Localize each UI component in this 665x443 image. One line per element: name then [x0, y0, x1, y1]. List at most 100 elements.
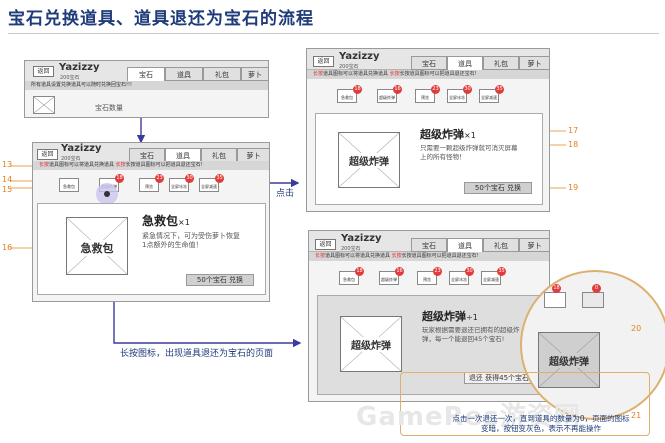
annotation-13: 13 [2, 160, 13, 169]
item-icon-first-aid[interactable] [59, 178, 79, 192]
annotation-19: 19 [568, 183, 579, 192]
tab-items[interactable]: 道具 [165, 148, 201, 162]
item-icon-slow[interactable] [481, 271, 501, 285]
tab-gems[interactable]: 宝石 [411, 238, 447, 252]
tab-gems[interactable]: 宝石 [129, 148, 165, 162]
item-icon-preview[interactable] [417, 271, 437, 285]
gem-count: 200宝石 [61, 156, 81, 162]
tab-packs[interactable]: 礼包 [201, 148, 237, 162]
back-button[interactable]: 返回 [33, 66, 54, 77]
notice-bar: 所有道具设置兑换道具可以随时兑换回宝石!!! [25, 81, 268, 90]
gem-count: 200宝石 [341, 246, 361, 252]
annotation-14: 14 [2, 175, 13, 184]
item-label: 急救包 [63, 184, 75, 189]
item-icon-slow[interactable] [479, 89, 499, 103]
screen4-window: 返回 Yazizzy 200宝石 宝石 道具 礼包 萝卜 长按道具图标可以将道具… [308, 230, 550, 402]
screen3-window: 返回 Yazizzy 200宝石 宝石 道具 礼包 萝卜 长按道具图标可以将道具… [306, 48, 550, 212]
item-count-badge: 30 [465, 267, 474, 276]
detail-panel: 超级炸弹 超级炸弹×1 只需要一颗超级炸弹就可消灭屏幕上的所有怪物！ 50个宝石… [315, 113, 543, 205]
item-count-badge: 23 [155, 174, 164, 183]
detail-panel: 超级炸弹 超级炸弹÷1 玩家根据需要退还已拥有的超级炸弹，每一个能退回45个宝石… [317, 295, 543, 395]
click-caption: 点击 [276, 189, 295, 199]
item-count-badge: 30 [185, 174, 194, 183]
item-label: 预览 [421, 95, 429, 100]
item-picture-dimmed: 超级炸弹 [538, 332, 600, 388]
tab-radish[interactable]: 萝卜 [237, 148, 270, 162]
watermark: GameRes游资网 [356, 402, 581, 432]
tab-packs[interactable]: 礼包 [483, 56, 519, 70]
item-label: 预览 [423, 277, 431, 282]
title-divider [8, 33, 659, 34]
item-label: 全屏减速 [483, 277, 499, 282]
tab-items[interactable]: 道具 [447, 56, 483, 70]
tab-radish[interactable]: 萝卜 [241, 67, 269, 81]
item-icon-super-bomb[interactable] [377, 89, 397, 103]
screen2-window: 返回 Yazizzy 200宝石 宝石 道具 礼包 萝卜 长按道具图标可以将道具… [32, 142, 270, 302]
item-picture-label: 超级炸弹 [539, 353, 599, 368]
item-label: 全屏冰冻 [449, 95, 465, 100]
item-picture: 超级炸弹 [338, 132, 400, 188]
username: Yazizzy [59, 62, 100, 73]
annotation-17: 17 [568, 126, 579, 135]
back-button[interactable]: 返回 [37, 149, 58, 160]
item-label: 超级炸弹 [379, 95, 395, 100]
touch-cursor-icon [96, 183, 118, 205]
tab-radish[interactable]: 萝卜 [519, 238, 550, 252]
username: Yazizzy [339, 51, 380, 62]
item-icon-preview[interactable] [139, 178, 159, 192]
item-icon-slow[interactable] [199, 178, 219, 192]
item-title: 急救包×1 [142, 214, 190, 228]
annotation-15: 15 [2, 185, 13, 194]
tab-radish[interactable]: 萝卜 [519, 56, 550, 70]
item-icon-freeze[interactable] [447, 89, 467, 103]
exchange-button[interactable]: 50个宝石 兑换 [464, 182, 532, 194]
item-icon-super-bomb[interactable] [379, 271, 399, 285]
notice-bar: 长按道具图标可以将道具兑换道具 长按长按道具图标可以把道具退还宝石! [33, 161, 269, 170]
item-icon-freeze[interactable] [449, 271, 469, 285]
longpress-caption: 长按图标，出现道具退还为宝石的页面 [120, 349, 274, 359]
notice-bar: 长按道具图标可以将道具兑换道具 长按长按道具图标可以把道具退还宝石! [307, 70, 549, 79]
tab-items[interactable]: 道具 [447, 238, 483, 252]
detail-panel: 急救包 急救包×1 紧急情况下，可为受伤萝卜恢复1点额外的生命值！ 50个宝石 … [37, 203, 266, 295]
item-label: 急救包 [341, 95, 353, 100]
item-icon-freeze[interactable] [169, 178, 189, 192]
tab-gems[interactable]: 宝石 [411, 56, 447, 70]
item-description: 紧急情况下，可为受伤萝卜恢复1点额外的生命值！ [142, 232, 240, 250]
item-icon-preview[interactable] [415, 89, 435, 103]
item-count-badge: 18 [353, 85, 362, 94]
item-picture-label: 急救包 [67, 240, 127, 256]
item-icon-dimmed[interactable] [582, 292, 604, 308]
item-count-badge: 16 [395, 267, 404, 276]
item-title: 超级炸弹÷1 [422, 310, 478, 323]
item-icon-super-bomb[interactable] [544, 292, 566, 308]
item-count-badge: 23 [431, 85, 440, 94]
item-title: 超级炸弹×1 [420, 128, 476, 141]
item-count-badge: 0 [592, 284, 601, 293]
item-count-badge: 35 [495, 85, 504, 94]
annotation-21: 21 [631, 411, 642, 420]
item-count-badge: 35 [497, 267, 506, 276]
notice-bar: 长按道具图标可以将道具兑换道具 长按长按道具图标可以把道具退还宝石! [309, 252, 549, 261]
back-button[interactable]: 返回 [313, 56, 334, 67]
tab-packs[interactable]: 礼包 [203, 67, 241, 81]
item-icon-first-aid[interactable] [337, 89, 357, 103]
item-label: 全屏减速 [201, 184, 217, 189]
annotation-18: 18 [568, 140, 579, 149]
tab-packs[interactable]: 礼包 [483, 238, 519, 252]
tip-frame [400, 372, 650, 436]
gem-count: 200宝石 [339, 64, 359, 70]
gem-count: 200宝石 [60, 75, 80, 81]
tab-items[interactable]: 道具 [165, 67, 203, 81]
tab-gems[interactable]: 宝石 [127, 67, 165, 81]
back-button[interactable]: 返回 [315, 239, 336, 250]
item-count-badge: 18 [552, 284, 561, 293]
item-count-badge: 16 [393, 85, 402, 94]
item-icon-first-aid[interactable] [339, 271, 359, 285]
zoom-magnifier: 18 0 超级炸弹 [520, 270, 665, 420]
item-image-placeholder[interactable] [33, 96, 55, 114]
item-label: 急救包 [343, 277, 355, 282]
page-title: 宝石兑换道具、道具退还为宝石的流程 [8, 9, 314, 29]
item-picture: 超级炸弹 [340, 316, 402, 372]
exchange-button[interactable]: 50个宝石 兑换 [186, 274, 254, 286]
username: Yazizzy [61, 143, 102, 154]
